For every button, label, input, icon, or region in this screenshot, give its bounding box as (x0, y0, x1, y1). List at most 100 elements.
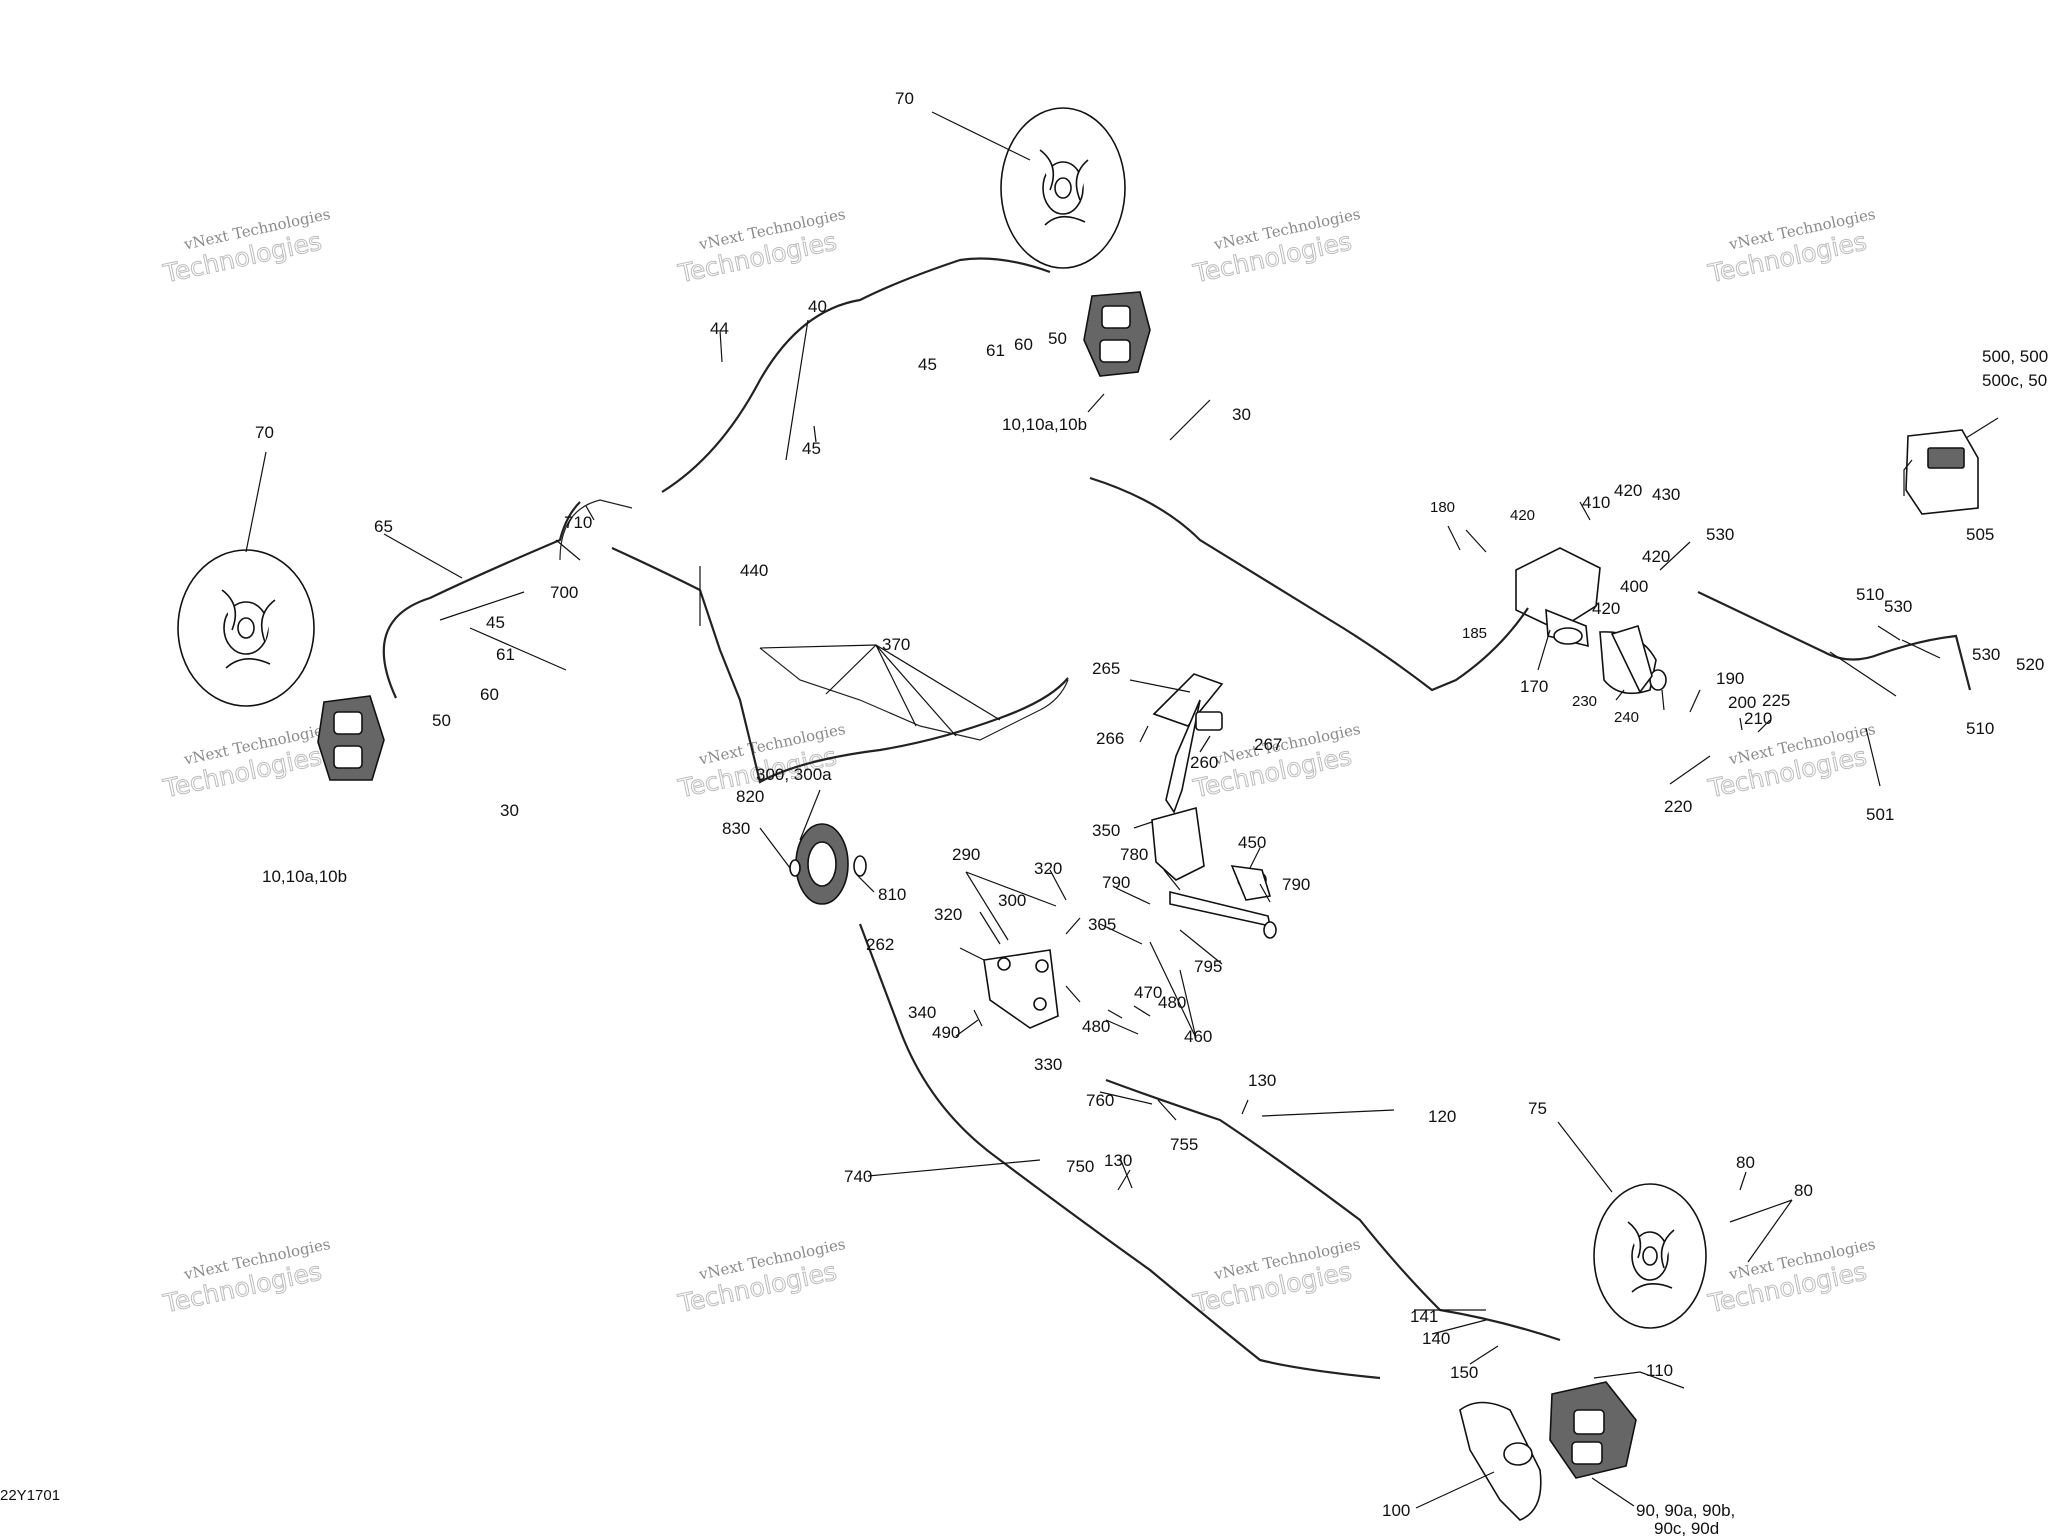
callout-label: 140 (1422, 1329, 1450, 1348)
callout-label: 305 (1088, 915, 1116, 934)
callout-label: 500c, 50 (1982, 371, 2047, 390)
abs-line-510 (1697, 591, 1972, 691)
callout-label: 350 (1092, 821, 1120, 840)
watermark-5: vNext Technologies Technologies (160, 720, 332, 804)
callout-label: 320 (934, 905, 962, 924)
callout-label: 370 (882, 635, 910, 654)
callout-label: 450 (1238, 833, 1266, 852)
parts (177, 107, 1979, 1521)
leader-lines (245, 111, 1999, 1509)
rear-caliper-bracket (1459, 1401, 1542, 1521)
rear-brake-disc (1593, 1183, 1707, 1329)
callout-label: 75 (1528, 1099, 1547, 1118)
brake-pedal (1151, 673, 1224, 881)
callout-label: 440 (740, 561, 768, 580)
abs-module (1903, 429, 1979, 515)
callout-label: 130 (1248, 1071, 1276, 1090)
callout-label: 740 (844, 1167, 872, 1186)
callout-label: 45 (918, 355, 937, 374)
callout-label: 60 (480, 685, 499, 704)
callout-label: 60 (1014, 335, 1033, 354)
callout-label: 780 (1120, 845, 1148, 864)
watermark-12: vNext Technologies Technologies (1705, 1235, 1877, 1319)
callout-label: 795 (1194, 957, 1222, 976)
watermark-1: vNext Technologies Technologies (160, 205, 332, 289)
callout-label: 530 (1884, 597, 1912, 616)
rear-brake-line-120 (1105, 1078, 1561, 1342)
watermarks: vNext Technologies Technologies vNext Te… (160, 205, 1877, 1319)
callout-label: 510 (1856, 585, 1884, 604)
front-brake-disc-top (1000, 107, 1126, 269)
callout-label: 266 (1096, 729, 1124, 748)
callout-label: 530 (1972, 645, 2000, 664)
callout-label: 790 (1102, 873, 1130, 892)
callout-label: 50 (432, 711, 451, 730)
callout-label: 530 (1706, 525, 1734, 544)
callout-label: 500, 500 (1982, 347, 2048, 366)
callout-label: 420 (1592, 599, 1620, 618)
callout-label: 80 (1794, 1181, 1813, 1200)
mounting-plate (983, 949, 1059, 1029)
front-caliper-top (1083, 291, 1151, 377)
callout-label: 480 (1158, 993, 1186, 1012)
callout-labels: 70 70 75 40 44 45 45 45 61 61 60 60 50 5… (255, 89, 2048, 1536)
callout-label: 30 (1232, 405, 1251, 424)
rear-caliper (1549, 1381, 1637, 1479)
front-brake-line-65 (382, 501, 581, 699)
callout-label: 225 (1762, 691, 1790, 710)
callout-label: 320 (1034, 859, 1062, 878)
diagram-code: 22Y1701 (0, 1487, 60, 1504)
callout-label: 210 (1744, 709, 1772, 728)
callout-label: 260 (1190, 753, 1218, 772)
callout-label: 240 (1614, 709, 1639, 726)
tone-wheel (789, 823, 867, 905)
callout-label: 420 (1614, 481, 1642, 500)
callout-label: 90, 90a, 90b, (1636, 1501, 1735, 1520)
abs-sensor-lead-370 (759, 647, 1069, 741)
callout-label: 400 (1620, 577, 1648, 596)
callout-label: 180 (1430, 499, 1455, 516)
callout-label: 760 (1086, 1091, 1114, 1110)
callout-label: 190 (1716, 669, 1744, 688)
watermark-9: vNext Technologies Technologies (160, 1235, 332, 1319)
master-cylinder-boot (1610, 624, 1653, 694)
callout-label: 300, 300a (756, 765, 832, 784)
watermark-10: vNext Technologies Technologies (675, 1235, 847, 1319)
callout-label: 520 (2016, 655, 2044, 674)
callout-label: 61 (496, 645, 515, 664)
callout-label: 420 (1510, 507, 1535, 524)
callout-label: 480 (1082, 1017, 1110, 1036)
brake-line-440 (611, 547, 1069, 784)
callout-label: 130 (1104, 1151, 1132, 1170)
callout-label: 10,10a,10b (262, 867, 347, 886)
callout-label: 510 (1966, 719, 1994, 738)
callout-label: 790 (1282, 875, 1310, 894)
callout-label: 120 (1428, 1107, 1456, 1126)
callout-label: 750 (1066, 1157, 1094, 1176)
callout-label: 290 (952, 845, 980, 864)
callout-label: 460 (1184, 1027, 1212, 1046)
callout-label: 200 (1728, 693, 1756, 712)
front-brake-line-top (559, 499, 633, 561)
watermark-11: vNext Technologies Technologies (1190, 1235, 1362, 1319)
callout-label: 230 (1572, 693, 1597, 710)
callout-label: 262 (866, 935, 894, 954)
callout-label: 44 (710, 319, 729, 338)
callout-label: 505 (1966, 525, 1994, 544)
callout-label: 50 (1048, 329, 1067, 348)
callout-label: 470 (1134, 983, 1162, 1002)
callout-label: 410 (1582, 493, 1610, 512)
callout-label: 220 (1664, 797, 1692, 816)
callout-label: 110 (1646, 1361, 1673, 1380)
callout-label: 820 (736, 787, 764, 806)
callout-label: 420 (1642, 547, 1670, 566)
front-caliper-left (317, 695, 385, 781)
callout-label: 830 (722, 819, 750, 838)
callout-label: 501 (1866, 805, 1894, 824)
callout-label: 265 (1092, 659, 1120, 678)
watermark-3: vNext Technologies Technologies (1190, 205, 1362, 289)
callout-label: 300 (998, 891, 1026, 910)
callout-label: 141 (1410, 1307, 1438, 1326)
callout-label: 150 (1450, 1363, 1478, 1382)
